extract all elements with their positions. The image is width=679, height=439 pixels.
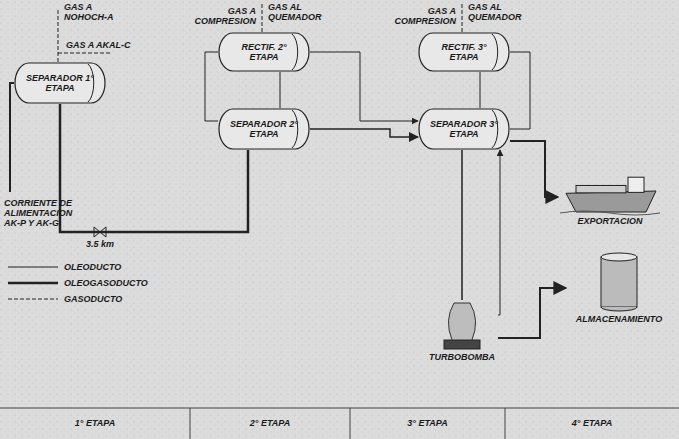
legend-line-sample (8, 299, 58, 300)
stream-label: GAS A COMPRESION (194, 6, 256, 26)
pump-node: TURBOBOMBA (426, 300, 498, 362)
vessel-node: SEPARADOR 1° ETAPA (14, 62, 106, 104)
pipe-connector (510, 52, 530, 129)
feed-line (10, 83, 14, 192)
pipe-connector (480, 72, 481, 108)
ship-node: EXPORTACION (558, 168, 662, 226)
pipe-connector (510, 141, 558, 197)
vessel-node: RECTIF. 3° ETAPA (418, 32, 510, 72)
pipe-connector (205, 52, 218, 121)
pipe-connector (310, 52, 418, 121)
pipe-connector (280, 72, 281, 108)
node-text: SEPARADOR 2° ETAPA (227, 119, 301, 139)
node-text: RECTIF. 2° ETAPA (227, 42, 301, 62)
stage-divider (190, 408, 191, 439)
vessel-node: RECTIF. 2° ETAPA (218, 32, 310, 72)
distance-label: 3.5 km (84, 239, 116, 249)
vessel-node: SEPARADOR 3° ETAPA (418, 108, 510, 150)
gas-line (58, 8, 59, 62)
node-text: EXPORTACION (577, 216, 642, 226)
stage-divider (350, 408, 351, 439)
node-text: ALMACENAMIENTO (576, 314, 662, 324)
vessel-node: SEPARADOR 2° ETAPA (218, 108, 310, 150)
legend-line-sample (8, 267, 58, 268)
node-text: SEPARADOR 1° ETAPA (23, 73, 97, 93)
stage-label: 4° ETAPA (505, 418, 679, 428)
gas-line (462, 4, 463, 32)
stage-label: 3° ETAPA (350, 418, 505, 428)
stream-label: GAS AL QUEMADOR (468, 2, 532, 22)
legend-line-sample (8, 282, 58, 285)
legend-text: OLEOGASODUCTO (64, 278, 148, 288)
legend-text: OLEODUCTO (64, 262, 121, 272)
pipe-connector (498, 150, 500, 315)
stage-divider (505, 408, 506, 439)
legend-text: GASODUCTO (64, 294, 122, 304)
tank-outline (566, 252, 672, 324)
pipe-connector (310, 129, 418, 137)
gas-line (262, 4, 263, 32)
pipe-connector (461, 150, 463, 300)
stage-label: 1° ETAPA (0, 418, 190, 428)
stream-label: GAS A COMPRESION (394, 6, 456, 26)
node-text: SEPARADOR 3° ETAPA (427, 119, 501, 139)
stage-rule (0, 408, 679, 409)
gas-line (58, 53, 112, 54)
stage-label: 2° ETAPA (190, 418, 350, 428)
stream-label: GAS A AKAL-C (66, 40, 156, 50)
stream-label: CORRIENTE DE ALIMENTACION AK-P Y AK-G (4, 198, 80, 228)
stream-label: GAS AL QUEMADOR (268, 2, 332, 22)
stream-label: GAS A NOHOCH-A (64, 2, 120, 22)
node-text: RECTIF. 3° ETAPA (427, 42, 501, 62)
pipe-connector (498, 288, 566, 338)
tank-node: ALMACENAMIENTO (566, 252, 672, 324)
node-text: TURBOBOMBA (429, 352, 495, 362)
